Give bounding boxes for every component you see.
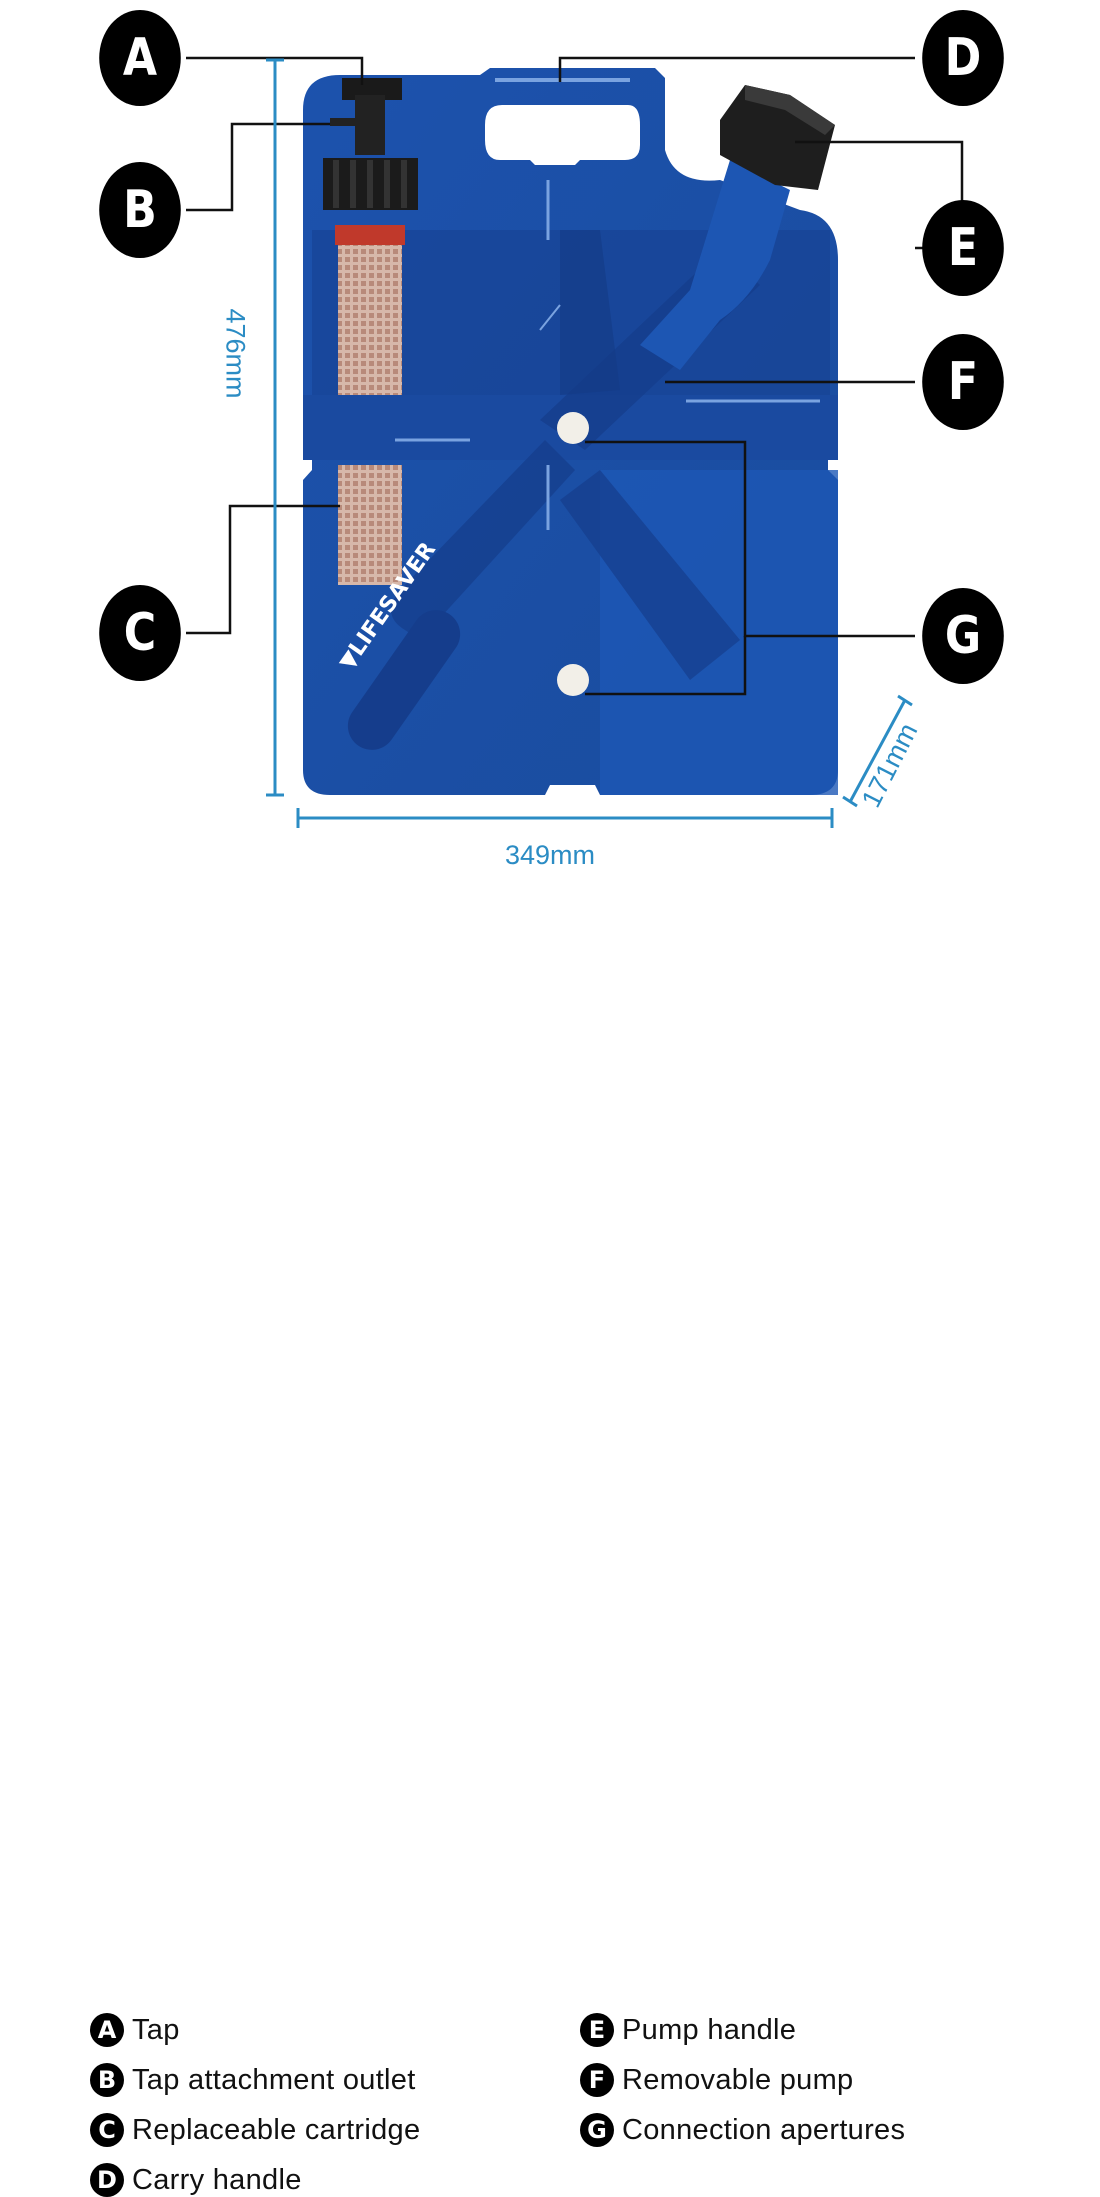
legend-item-c: C Replaceable cartridge (90, 2113, 420, 2147)
width-dimension-label: 349mm (505, 840, 596, 870)
dimension-lines (266, 58, 913, 828)
legend-item-g: G Connection apertures (580, 2113, 905, 2147)
callout-g: G (922, 588, 1004, 684)
jerrycan-illustration (186, 56, 964, 828)
legend-label: Tap (132, 2013, 180, 2046)
legend-item-a: A Tap (90, 2013, 180, 2047)
legend-badge: B (90, 2063, 124, 2097)
legend-item-d: D Carry handle (90, 2163, 302, 2197)
legend-label: Tap attachment outlet (132, 2063, 416, 2096)
callout-e: E (922, 200, 1004, 296)
legend-item-e: E Pump handle (580, 2013, 796, 2047)
legend-label: Carry handle (132, 2163, 302, 2196)
legend-badge: C (90, 2113, 124, 2147)
legend-label: Pump handle (622, 2013, 797, 2046)
callout-d: D (922, 10, 1004, 106)
legend-label: Replaceable cartridge (132, 2113, 421, 2146)
legend-item-b: B Tap attachment outlet (90, 2063, 416, 2097)
callout-f: F (922, 334, 1004, 430)
legend-badge: F (580, 2063, 614, 2097)
legend-badge: E (580, 2013, 614, 2047)
legend-item-f: F Removable pump (580, 2063, 854, 2097)
legend-label: Removable pump (622, 2063, 854, 2096)
leader-lines (186, 56, 964, 696)
legend-badge: G (580, 2113, 614, 2147)
callout-b: B (99, 162, 181, 258)
jerrycan-diagram: ▼LIFESAVER A B C D E F G 476mm 349mm 171… (90, 10, 1004, 2197)
height-dimension-label: 476mm (220, 308, 251, 399)
carry-handle-opening (485, 105, 640, 165)
legend-badge: D (90, 2163, 124, 2197)
pump-assembly (640, 85, 835, 370)
legend-label: Connection apertures (622, 2113, 906, 2146)
legend-badge: A (90, 2013, 124, 2047)
filter-cartridge (335, 225, 405, 585)
callout-a: A (99, 10, 181, 106)
connection-aperture-top (557, 412, 589, 444)
tap-assembly (323, 78, 418, 210)
callout-c: C (99, 585, 181, 681)
connection-aperture-bottom (557, 664, 589, 696)
